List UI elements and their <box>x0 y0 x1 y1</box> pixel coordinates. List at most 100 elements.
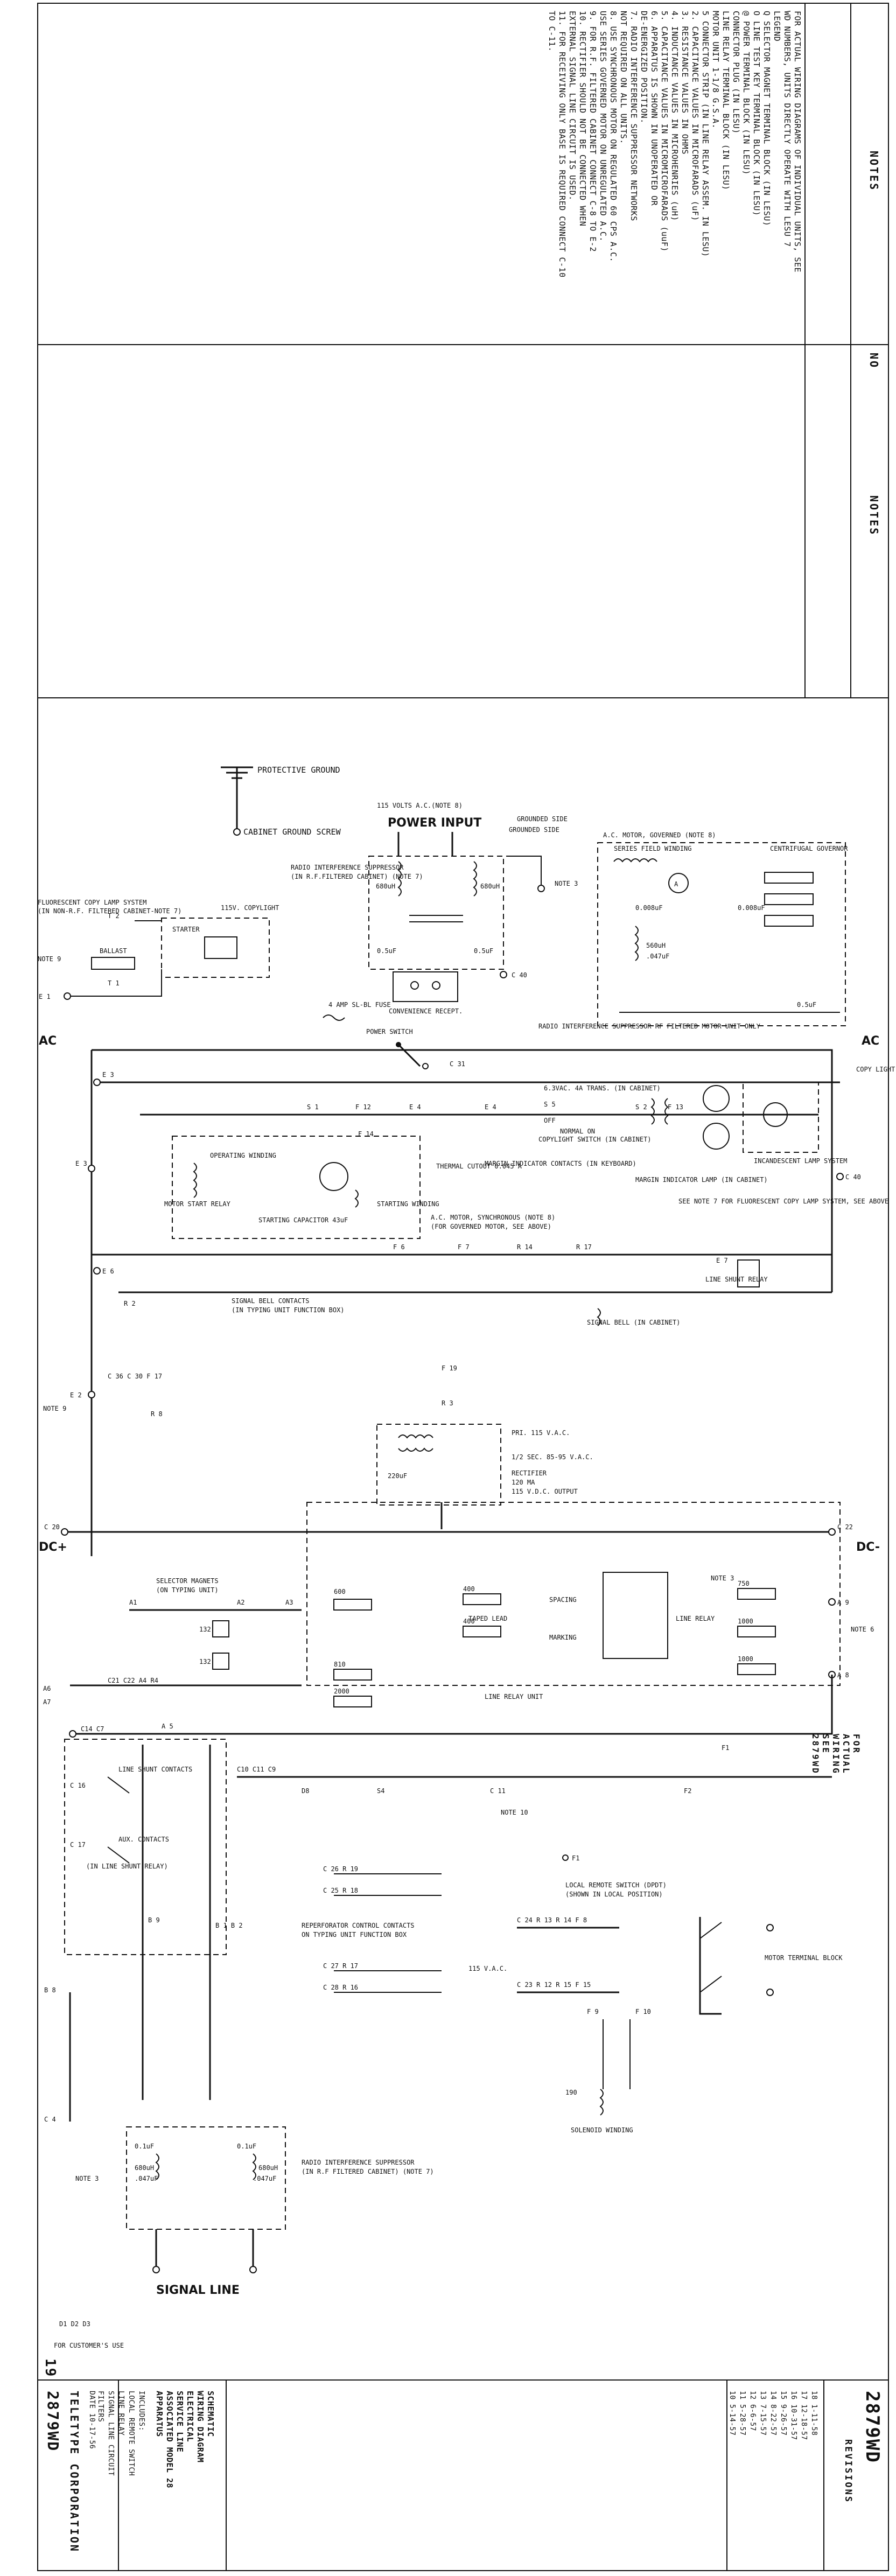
notes-line: 9. FOR R.F. FILTERED CABINET CONNECT C-8… <box>588 11 598 252</box>
svg-text:0.1uF: 0.1uF <box>237 2143 256 2150</box>
includes-line: INCLUDES: <box>137 2391 145 2431</box>
svg-text:A 8: A 8 <box>837 1671 849 1679</box>
svg-text:.047uF: .047uF <box>135 2175 158 2182</box>
signal-line-label: SIGNAL LINE <box>156 2284 240 2297</box>
note-10-label: NOTE 10 <box>501 1809 528 1816</box>
local-remote-b-label: (SHOWN IN LOCAL POSITION) <box>565 1891 663 1898</box>
line-relay-unit-label: LINE RELAY UNIT <box>485 1693 543 1700</box>
svg-text:E 3: E 3 <box>102 1071 114 1079</box>
svg-text:F 10: F 10 <box>635 2008 651 2015</box>
spacing-label: SPACING <box>549 1596 577 1604</box>
notes-line: NOT REQUIRED ON ALL UNITS. <box>619 11 628 144</box>
note-6-label: NOTE 6 <box>851 1626 874 1633</box>
svg-text:C 26 R 19: C 26 R 19 <box>323 1865 358 1873</box>
svg-text:C 27 R 17: C 27 R 17 <box>323 1962 358 1970</box>
power-input-label: POWER INPUT <box>388 816 481 830</box>
svg-text:.047uF: .047uF <box>646 953 669 960</box>
revision-row: 12 6-6-57 <box>748 2391 757 2431</box>
svg-text:R 3: R 3 <box>442 1399 453 1407</box>
svg-text:0.5uF: 0.5uF <box>797 1001 816 1009</box>
signal-bell-contacts-b-label: (IN TYPING UNIT FUNCTION BOX) <box>232 1306 345 1314</box>
svg-text:C 28 R 16: C 28 R 16 <box>323 1984 358 1991</box>
centrifugal-label: CENTRIFUGAL GOVERNOR <box>770 845 848 852</box>
svg-text:A6: A6 <box>43 1685 51 1692</box>
motor-start-relay-label: MOTOR START RELAY <box>164 1200 231 1208</box>
title-line: ELECTRICAL <box>185 2391 195 2442</box>
svg-text:C 23 R 12 R 15 F 15: C 23 R 12 R 15 F 15 <box>517 1981 591 1989</box>
copylight-label: 115V. COPYLIGHT <box>221 904 279 912</box>
notes-right-header: NOTES <box>867 495 880 536</box>
signal-line-section: C14 C7 A 5 LINE SHUNT CONTACTS AUX. CONT… <box>64 1675 833 1955</box>
notes-line: LEGEND <box>772 11 782 42</box>
svg-text:GROUNDED SIDE: GROUNDED SIDE <box>509 826 559 834</box>
svg-text:R 2: R 2 <box>124 1300 136 1307</box>
svg-text:132: 132 <box>199 1626 211 1633</box>
svg-text:.047uF: .047uF <box>253 2175 276 2182</box>
ac-motor-sync-label: A.C. MOTOR, SYNCHRONOUS (NOTE 8) <box>431 1214 555 1221</box>
local-remote-section: LOCAL REMOTE SWITCH (DPDT) (SHOWN IN LOC… <box>302 1865 843 2134</box>
svg-text:680uH: 680uH <box>135 2164 154 2172</box>
volts-ac-label: 115 VOLTS A.C.(NOTE 8) <box>377 802 463 809</box>
svg-text:C 22: C 22 <box>837 1523 853 1531</box>
selector-magnets-b-label: (ON TYPING UNIT) <box>156 1586 219 1594</box>
svg-text:810: 810 <box>334 1661 346 1668</box>
revision-row: 17 12-18-57 <box>800 2391 808 2440</box>
revision-row: 10 5-14-57 <box>728 2391 736 2436</box>
svg-text:S 2: S 2 <box>635 1103 647 1111</box>
notes-line: 7. RADIO INTERFERENCE SUPPRESSOR NETWORK… <box>629 11 639 221</box>
rectifier-c-label: 115 V.D.C. OUTPUT <box>512 1488 578 1495</box>
revision-row: 18 1-11-58 <box>810 2391 818 2436</box>
svg-text:600: 600 <box>334 1588 346 1595</box>
notes-line: 5. CAPACITANCE VALUES IN MICROMICROFARAD… <box>660 11 669 252</box>
notes-line: 6. APPARATUS IS SHOWN IN UNOPERATED OR <box>649 11 659 206</box>
notes-no-label: NO <box>867 353 880 369</box>
title-line: APPARATUS <box>155 2391 164 2437</box>
svg-text:C 17: C 17 <box>70 1841 86 1849</box>
rectifier-b-label: 120 MA <box>512 1479 535 1486</box>
signal-bell-label: SIGNAL BELL (IN CABINET) <box>587 1319 680 1326</box>
revision-row: 13 7-15-57 <box>759 2391 767 2436</box>
note-9-label: NOTE 9 <box>38 955 61 963</box>
svg-text:F1: F1 <box>572 1854 579 1862</box>
motor-terminal-label: MOTOR TERMINAL BLOCK <box>765 1954 843 1962</box>
operating-winding-label: OPERATING WINDING <box>210 1152 276 1159</box>
notes-line: 11. FOR RECEIVING ONLY BASE IS REQUIRED … <box>557 11 567 278</box>
notes-line: 8. USE SYNCHRONOUS MOTOR ON REGULATED 60… <box>608 11 618 263</box>
notes-panel: FOR ACTUAL WIRING DIAGRAMS OF INDIVIDUAL… <box>547 11 802 278</box>
svg-text:F 9: F 9 <box>587 2008 599 2015</box>
svg-text:F1: F1 <box>722 1744 729 1752</box>
notes-line: MOTOR UNIT 1-1/8 G.S.A. <box>711 11 720 129</box>
notes-line: LINE RELAY TERMINAL BLOCK (IN LESU) <box>721 11 731 191</box>
note-3-label: NOTE 3 <box>555 880 578 887</box>
svg-text:A3: A3 <box>285 1599 293 1606</box>
svg-text:680uH: 680uH <box>258 2164 278 2172</box>
incandescent-label: INCANDESCENT LAMP SYSTEM <box>754 1157 847 1165</box>
sync-motor-section: OPERATING WINDING MOTOR START RELAY STAR… <box>75 1136 555 1239</box>
notes-line: WD NUMBERS, UNITS DIRECTLY OPERATE WITH … <box>782 11 792 247</box>
svg-text:C 16: C 16 <box>70 1782 86 1789</box>
notes-line: 3. RESISTANCE VALUES IN OHMS <box>680 11 690 155</box>
starting-capacitor-label: STARTING CAPACITOR 43uF <box>258 1216 348 1224</box>
margin-lamp-label: MARGIN INDICATOR LAMP (IN CABINET) <box>635 1176 768 1184</box>
notes-line: 5 CONNECTOR STRIP (IN LINE RELAY ASSEM. … <box>701 11 710 257</box>
notes-line: USE SERIES GOVERNED MOTOR ON UNREGULATED… <box>598 11 608 242</box>
date-label: DATE 10-17-56 <box>88 2391 96 2449</box>
svg-text:A2: A2 <box>237 1599 244 1606</box>
copy-lamp-label: FLUORESCENT COPY LAMP SYSTEM <box>38 899 146 906</box>
svg-text:680uH: 680uH <box>376 883 395 890</box>
svg-text:0.5uF: 0.5uF <box>474 947 493 955</box>
customer-use-label: FOR CUSTOMER'S USE <box>54 2342 124 2349</box>
title-line: SERVICE LINE <box>175 2391 185 2453</box>
drawing-number-bottom: 2879WD <box>44 2391 62 2452</box>
svg-text:680uH: 680uH <box>480 883 500 890</box>
svg-text:220uF: 220uF <box>388 1472 407 1480</box>
svg-text:R 8: R 8 <box>151 1410 163 1418</box>
svg-text:R 14: R 14 <box>517 1243 533 1251</box>
sheet-border <box>37 3 889 2571</box>
note-3c-label: NOTE 3 <box>75 2175 99 2182</box>
svg-text:F 13: F 13 <box>668 1103 683 1111</box>
title-line: SCHEMATIC <box>206 2391 215 2437</box>
rectifier-label: RECTIFIER <box>512 1469 547 1477</box>
svg-text:NORMAL ON: NORMAL ON <box>560 1128 595 1135</box>
